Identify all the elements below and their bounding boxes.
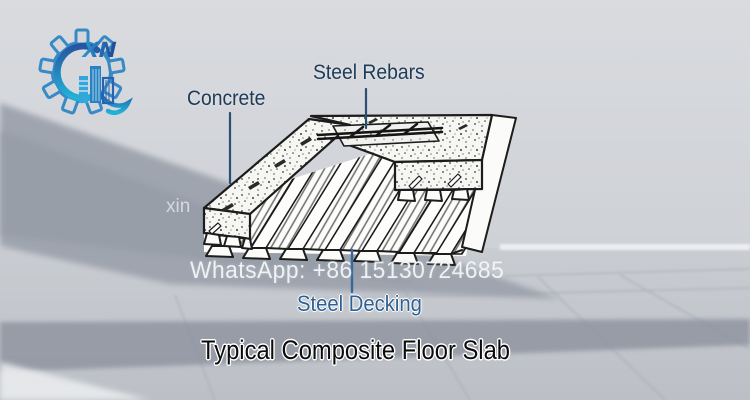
- embedded-stud-slot: [408, 175, 423, 190]
- composite-slab-diagram: [202, 87, 517, 294]
- buildings-icon: [79, 66, 115, 105]
- logo-monogram: XN: [80, 38, 119, 63]
- partial-watermark: xin: [166, 196, 191, 217]
- steel-decking-label: Steel Decking: [297, 291, 422, 316]
- concrete-label: Concrete: [187, 87, 266, 110]
- concrete-right-section: [393, 158, 484, 202]
- steel-rebars-recess: [316, 121, 444, 147]
- embedded-stud-slot: [208, 222, 222, 235]
- whatsapp-watermark: WhatsApp: +86 15130724685: [190, 257, 505, 284]
- shear-connectors: [222, 118, 468, 212]
- floor-light-corner: [0, 362, 150, 400]
- rebar-studs: [348, 122, 419, 139]
- steel-rebars-label: Steel Rebars: [313, 61, 425, 84]
- image-title: Typical Composite Floor Slab: [201, 335, 511, 365]
- steel-decking-right-edge: [461, 114, 517, 253]
- embedded-stud-slot: [447, 173, 462, 188]
- company-logo: XN: [38, 28, 133, 115]
- baseboard-highlight: [500, 244, 750, 250]
- dark-floor-band: [0, 319, 750, 372]
